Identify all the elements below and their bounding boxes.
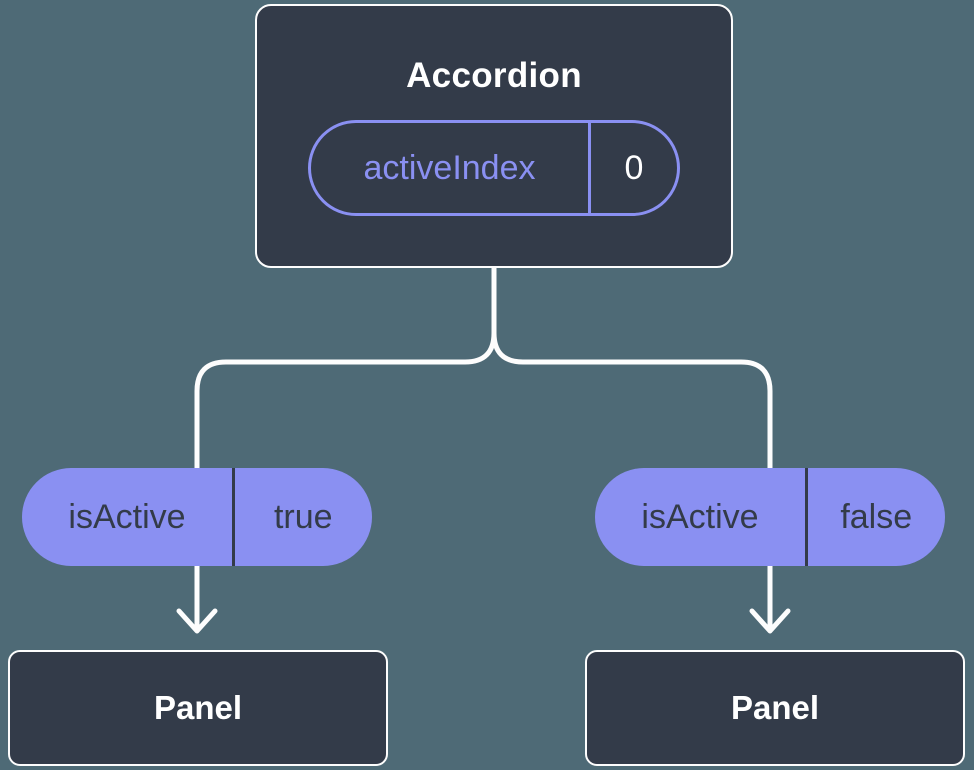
state-pill-activeindex: activeIndex 0: [308, 120, 680, 216]
prop-pill-isactive-true: isActive true: [22, 468, 372, 566]
state-pill-divider: [588, 123, 591, 213]
prop-pill-name: isActive: [641, 497, 759, 536]
panel-node-right: Panel: [585, 650, 965, 766]
accordion-node: Accordion activeIndex 0: [255, 4, 733, 268]
prop-pill-divider: [805, 468, 808, 566]
branch-line-left: [194, 265, 497, 473]
prop-pill-isactive-false: isActive false: [595, 468, 945, 566]
accordion-node-title: Accordion: [406, 56, 582, 95]
panel-node-title: Panel: [730, 689, 820, 726]
arrow-down-right: [749, 563, 791, 634]
prop-pill-name: isActive: [68, 497, 186, 536]
state-pill-name: activeIndex: [363, 148, 536, 187]
arrow-down-left: [176, 563, 218, 634]
prop-pill-value: true: [273, 497, 333, 536]
panel-node-title: Panel: [153, 689, 243, 726]
branch-line-right: [491, 265, 773, 473]
prop-pill-value: false: [840, 497, 913, 536]
prop-pill-divider: [232, 468, 235, 566]
panel-node-left: Panel: [8, 650, 388, 766]
state-pill-value: 0: [624, 148, 644, 187]
